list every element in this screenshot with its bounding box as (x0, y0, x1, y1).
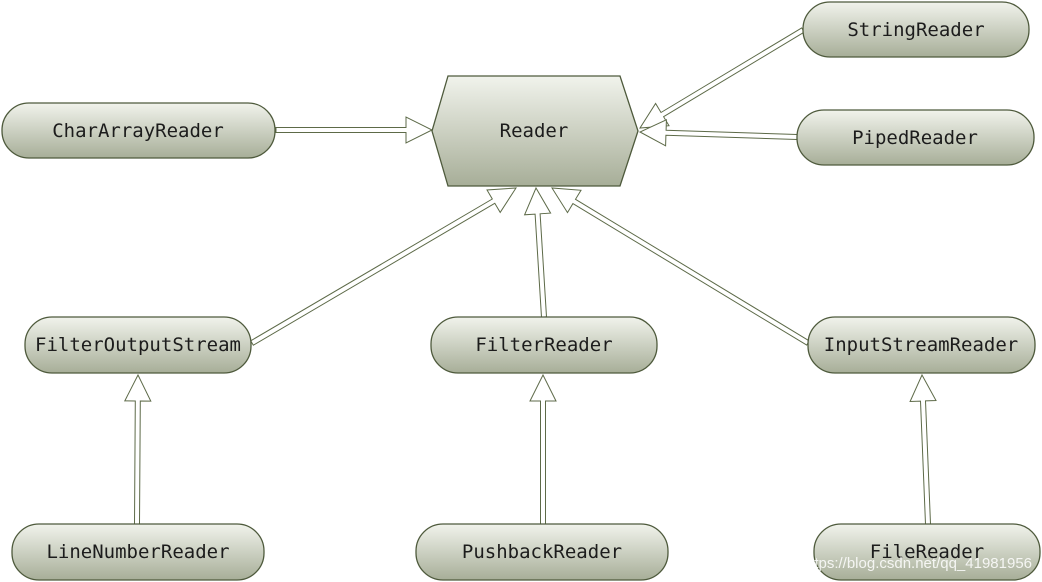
arrow-filterreader-to-reader (523, 186, 552, 318)
node-filterreader-shape (430, 316, 658, 374)
node-stringreader-shape (802, 1, 1030, 58)
node-inputstreamreader-label: InputStreamReader (824, 334, 1018, 356)
node-filterreader-label: FilterReader (475, 334, 612, 356)
arrow-pushbackreader-to-filterreader (529, 373, 557, 525)
arrow-stringreader-to-reader (639, 27, 805, 129)
node-pipedreader: PipedReader (796, 109, 1035, 166)
node-reader-label: Reader (500, 120, 569, 142)
arrow-linenumberreader-to-filteroutputstream (123, 373, 152, 525)
node-filteroutputstream: FilterOutputStream (24, 316, 252, 374)
arrow-chararrayreader-to-reader (275, 116, 434, 144)
node-reader: Reader (431, 75, 639, 187)
node-inputstreamreader: InputStreamReader (807, 316, 1036, 374)
node-pipedreader-shape (796, 109, 1035, 166)
node-pushbackreader-label: PushbackReader (462, 541, 622, 563)
node-filteroutputstream-shape (24, 316, 252, 374)
node-filereader: FileReader (813, 523, 1041, 581)
node-stringreader-label: StringReader (847, 19, 984, 41)
node-filterreader: FilterReader (430, 316, 658, 374)
arrow-filereader-to-inputstreamreader (909, 373, 937, 525)
node-reader-shape (431, 75, 639, 187)
node-inputstreamreader-shape (807, 316, 1036, 374)
node-filteroutputstream-label: FilterOutputStream (35, 334, 241, 356)
arrow-inputstreamreader-to-reader (551, 187, 810, 346)
node-filereader-shape (813, 523, 1041, 581)
node-chararrayreader-label: CharArrayReader (52, 120, 224, 142)
arrow-filteroutputstream-to-reader (250, 187, 517, 346)
node-pipedreader-label: PipedReader (852, 127, 978, 149)
node-linenumberreader-label: LineNumberReader (46, 541, 229, 563)
node-linenumberreader-shape (11, 523, 265, 581)
arrow-pipedreader-to-reader (638, 119, 798, 147)
edge-layer (123, 27, 937, 525)
node-chararrayreader: CharArrayReader (1, 102, 276, 159)
watermark-text: https://blog.csdn.net/qq_41981956 (802, 555, 1032, 572)
node-pushbackreader: PushbackReader (415, 523, 669, 581)
node-pushbackreader-shape (415, 523, 669, 581)
node-linenumberreader: LineNumberReader (11, 523, 265, 581)
node-stringreader: StringReader (802, 1, 1030, 58)
node-filereader-label: FileReader (870, 541, 984, 563)
node-chararrayreader-shape (1, 102, 276, 159)
